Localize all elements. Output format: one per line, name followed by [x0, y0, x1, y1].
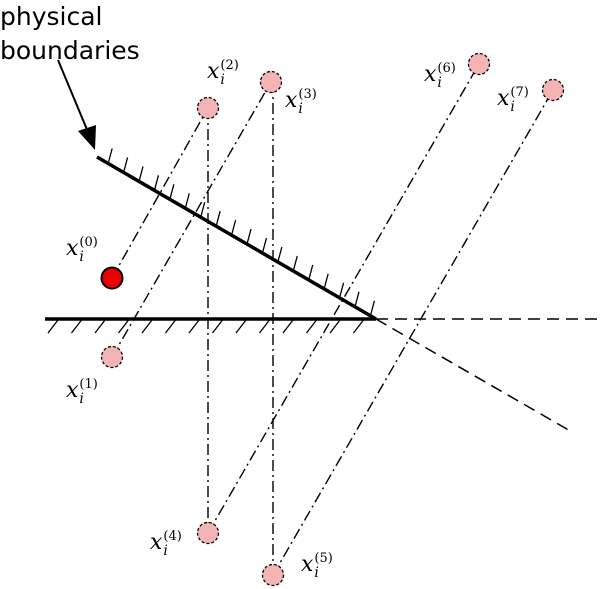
hatch-mark [305, 319, 318, 334]
hatch-mark [329, 319, 341, 334]
reflection-line-4-6 [207, 63, 480, 534]
hatch-mark [169, 184, 175, 200]
hatch-mark [277, 246, 283, 263]
reflection-line-1-3 [111, 81, 272, 358]
point-0-source [100, 266, 124, 290]
hatch-mark [369, 300, 376, 316]
label-point-4: x(4)i [150, 529, 182, 559]
point-2 [196, 96, 220, 120]
hatch-mark [308, 264, 314, 281]
hatch-mark [261, 237, 268, 254]
point-4 [196, 521, 220, 545]
hatch-mark [122, 157, 129, 173]
label-point-1: x(1)i [66, 377, 98, 407]
hatch-mark [323, 273, 329, 290]
hatch-mark [94, 319, 106, 334]
hatch-mark [282, 319, 294, 334]
hatch-mark [47, 319, 59, 334]
hatch-mark [246, 228, 252, 245]
horizontal-boundary-hatching [47, 319, 365, 334]
point-1 [100, 345, 124, 369]
hatch-mark [211, 319, 224, 334]
reflection-lines [111, 63, 554, 576]
hatch-mark [200, 202, 206, 218]
point-6 [467, 52, 491, 76]
hatch-mark [117, 319, 130, 334]
hatch-mark [338, 282, 345, 299]
label-point-0: x(0)i [66, 235, 98, 265]
hatch-mark [292, 255, 298, 272]
hatch-mark [230, 219, 237, 236]
slanted-boundary [96, 155, 377, 321]
label-point-3: x(3)i [285, 87, 317, 117]
image-points [100, 52, 565, 587]
hatch-mark [153, 175, 160, 191]
label-point-6: x(6)i [424, 61, 456, 91]
hatch-mark [188, 319, 200, 334]
physical-boundaries-caption: physical boundaries [0, 0, 140, 68]
slanted-boundary-hatching [107, 148, 376, 316]
hatch-mark [354, 291, 360, 307]
reflection-line-5-7 [272, 89, 554, 576]
hatch-mark [235, 319, 247, 334]
reflection-line-0-2 [111, 107, 209, 279]
hatch-mark [164, 319, 177, 334]
label-point-7: x(7)i [497, 85, 529, 115]
point-5 [261, 563, 285, 587]
annotation-arrow-shaft [57, 59, 89, 133]
hatch-mark [138, 166, 144, 182]
hatch-mark [352, 319, 365, 334]
slanted-boundary-extension [375, 318, 573, 433]
label-point-2: x(2)i [207, 58, 239, 88]
hatch-mark [70, 319, 83, 334]
point-7 [541, 78, 565, 102]
hatch-mark [141, 319, 153, 334]
hatch-mark [184, 193, 190, 209]
label-point-5: x(5)i [301, 551, 333, 581]
annotation-arrow-head [78, 125, 96, 150]
caption-line-1: physical [0, 2, 103, 31]
hatch-mark [107, 148, 113, 164]
hatch-mark [258, 319, 271, 334]
caption-line-2: boundaries [0, 36, 140, 65]
point-3 [259, 70, 283, 94]
hatch-mark [215, 211, 221, 227]
